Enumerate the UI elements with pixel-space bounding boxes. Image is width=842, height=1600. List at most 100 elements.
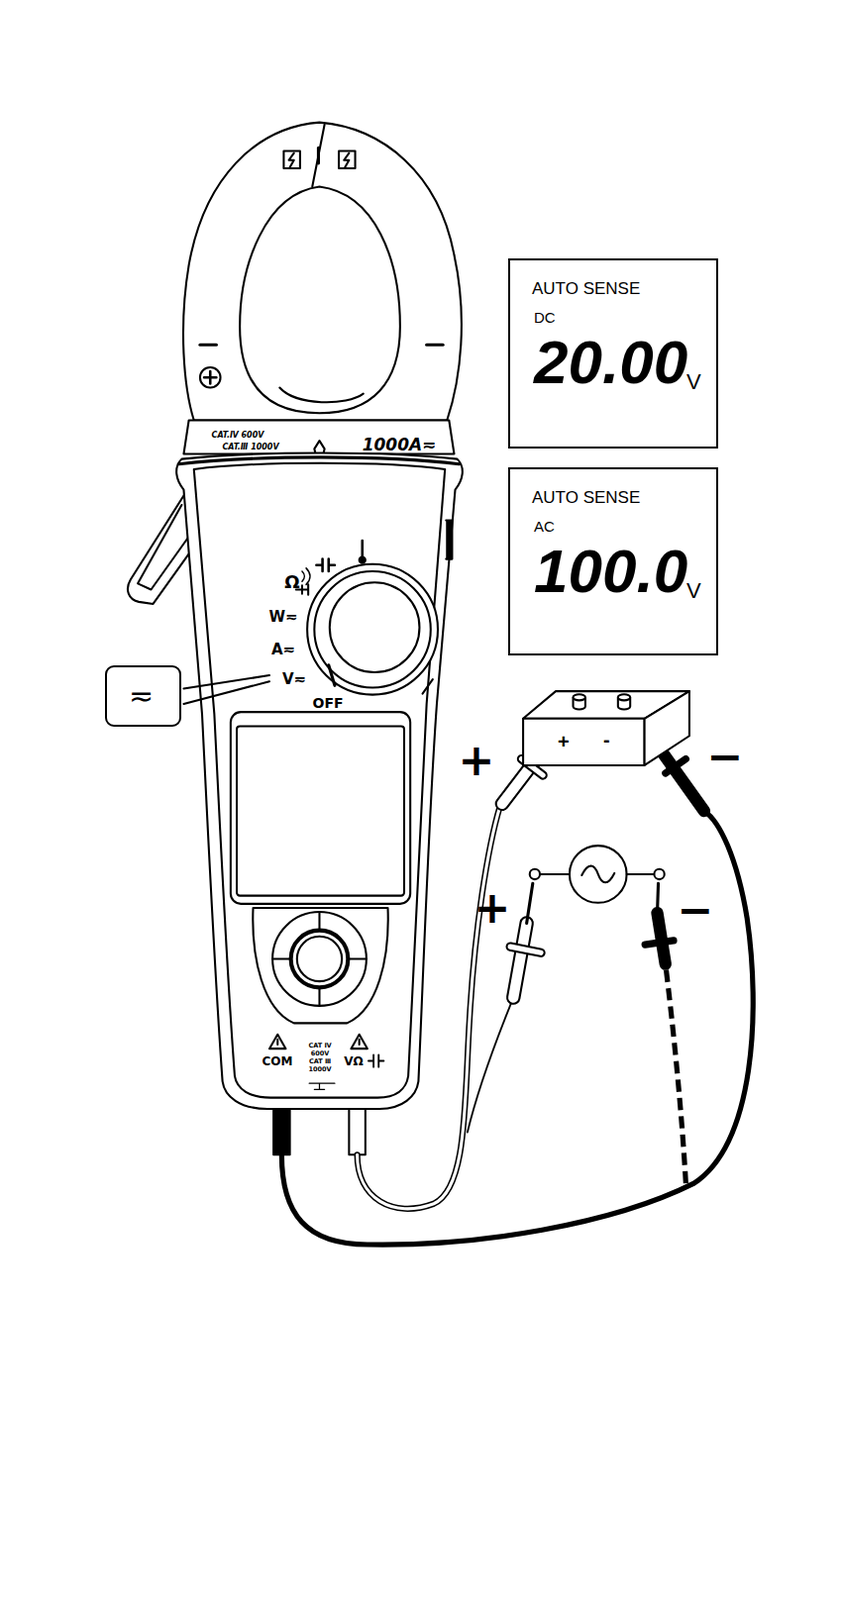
buzzer-symbol [302, 568, 311, 585]
rating-text: 600V [311, 1051, 330, 1058]
display-readout: AUTO SENSE AC 100.0V [508, 467, 719, 656]
capacitor-symbol [315, 559, 335, 572]
function-callout: ≂ [105, 665, 182, 728]
lightning-symbol [289, 153, 295, 168]
jaw-opening [239, 187, 401, 415]
jack-label: COM [262, 1055, 294, 1068]
rating-text: CAT Ⅳ [308, 1043, 331, 1051]
black-probe-tip [657, 883, 659, 914]
screen-bezel [230, 712, 411, 905]
ac-source [569, 845, 628, 904]
dial-ring [307, 564, 438, 696]
unit-text: V [686, 371, 702, 394]
coupling-text: DC [533, 310, 556, 325]
black-lead [281, 811, 753, 1246]
callout-leader [183, 675, 270, 689]
body-ridge [178, 457, 459, 465]
black-lead-dashed [665, 964, 687, 1185]
dial-knob [329, 582, 421, 673]
thermometer-bulb [359, 557, 366, 564]
polarity-sign: − [677, 888, 715, 933]
dial-outer [314, 571, 430, 688]
white-lead-branch [467, 998, 514, 1134]
nav-button-center [291, 931, 349, 989]
white-probe-body [513, 923, 527, 998]
lightning-symbol [343, 153, 349, 168]
jaw-minus-mark [200, 343, 216, 347]
warning-triangle [350, 1035, 367, 1050]
polarity-sign: + [458, 738, 496, 783]
ac-source-wire [539, 873, 654, 876]
jaw-base-band [183, 420, 454, 454]
white-lead-outline [357, 806, 501, 1210]
dial-notch [422, 679, 433, 694]
clamp-jaw [183, 122, 462, 421]
function-symbol: ≂ [128, 681, 154, 712]
dial-label: OFF [312, 696, 343, 711]
black-probe-guard [644, 941, 674, 946]
jaw-inner-edge [279, 388, 363, 404]
white-lead [357, 806, 501, 1210]
coupling-text: AC [533, 519, 555, 534]
battery-terminal-top [618, 694, 631, 701]
meter-body [176, 452, 463, 1109]
jaw-plus-circle [200, 367, 221, 389]
lcd-screen [236, 727, 405, 897]
reading-digits: 20.00 [533, 331, 688, 394]
rating-text: 1000V [308, 1066, 331, 1074]
battery-outline [520, 685, 693, 768]
battery-terminal-top [573, 694, 586, 701]
dial-label: Ω [284, 573, 300, 592]
battery-side [644, 691, 690, 766]
dial-pointer [328, 665, 335, 687]
unit-text: V [686, 580, 702, 603]
rating-text: CAT Ⅲ [309, 1058, 331, 1066]
jaw-split [312, 124, 324, 188]
rating-text: CAT.Ⅲ 1000V [221, 443, 279, 452]
mode-text: AUTO SENSE [531, 280, 640, 298]
current-rating: 1000A≂ [362, 436, 437, 454]
capacitor-symbol [368, 1054, 384, 1067]
callout-leader [183, 681, 270, 705]
polarity-sign: + [474, 886, 512, 931]
polarity-sign: - [603, 730, 611, 750]
dial-label: W≂ [268, 610, 298, 626]
dial-label: V≂ [282, 672, 307, 688]
jaw-minus-mark [426, 343, 443, 347]
illustration-group [127, 122, 753, 1246]
meter-body-inner [194, 463, 445, 1099]
com-plug [273, 1109, 290, 1156]
thermometer-stem [360, 540, 364, 557]
mode-text: AUTO SENSE [531, 489, 640, 507]
polarity-sign: + [557, 732, 570, 752]
ground-bracket [309, 1083, 335, 1090]
terminal [529, 869, 540, 880]
dial-label: A≂ [271, 642, 296, 658]
jaw-plus-mark [204, 371, 216, 384]
white-probe-guard [510, 947, 541, 953]
nav-button-ring [272, 912, 367, 1007]
display-readout: AUTO SENSE DC 20.00V [508, 258, 719, 449]
white-probe-tip [526, 883, 533, 924]
nav-button-ticks [272, 912, 367, 1007]
battery-front [523, 719, 645, 766]
polarity-sign: − [707, 735, 744, 779]
ac-wave [581, 866, 615, 884]
hazard-box-right [338, 150, 355, 169]
v-plug [348, 1109, 365, 1156]
terminal [653, 869, 664, 880]
nav-button-inner [297, 937, 342, 982]
rating-text: CAT.Ⅳ 600V [211, 431, 265, 440]
black-probe-guard [665, 759, 687, 774]
side-button [445, 520, 452, 559]
jaw-mark [316, 147, 320, 163]
battery: +- [520, 685, 693, 768]
hazard-box-left [283, 150, 300, 169]
button-pad [252, 908, 388, 1024]
jack-label: VΩ [343, 1055, 364, 1068]
reading-digits: 100.0 [533, 540, 688, 603]
white-probe-body-outline [513, 923, 527, 998]
